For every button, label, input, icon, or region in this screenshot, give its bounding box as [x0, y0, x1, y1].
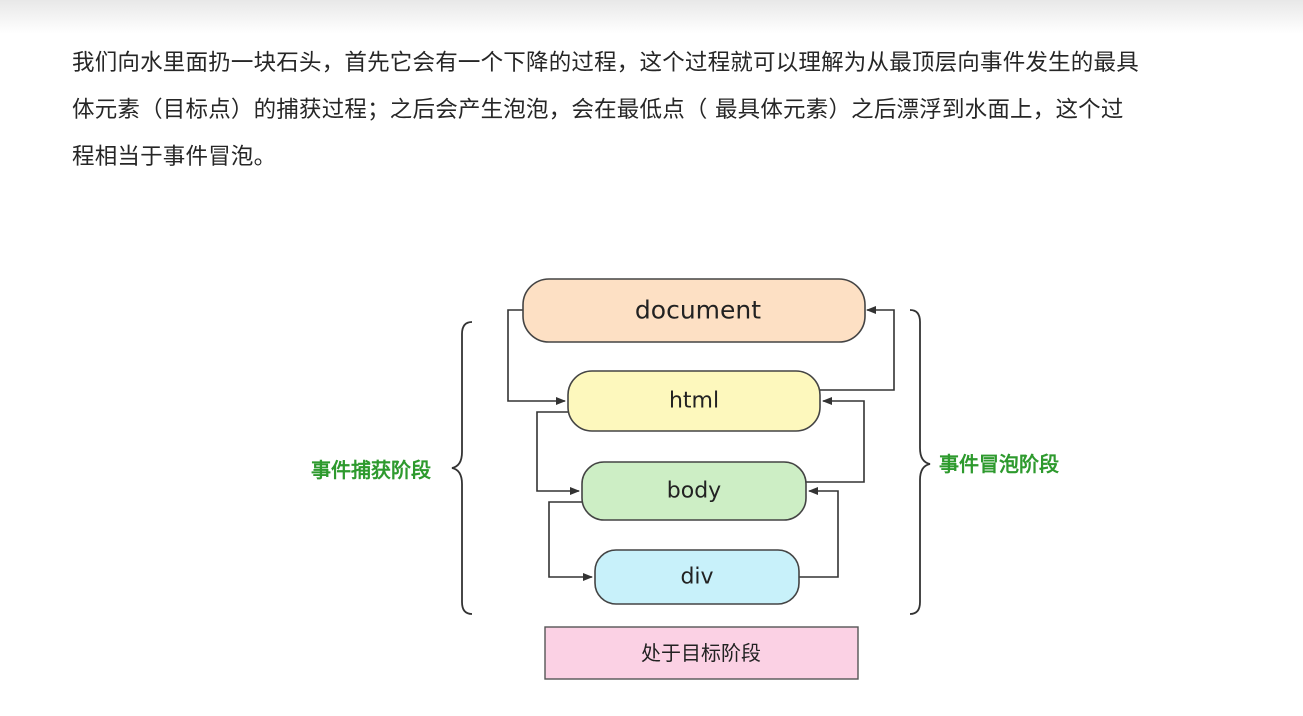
target-phase-box	[544, 626, 859, 680]
top-shade	[0, 0, 1303, 34]
html-node	[567, 370, 821, 432]
body-node	[581, 461, 807, 521]
paragraph-line-1: 我们向水里面扔一块石头，首先它会有一个下降的过程，这个过程就可以理解为从最顶层向…	[72, 50, 1139, 76]
capture-phase-brace	[451, 321, 473, 615]
bubble-arrow-html-to-document	[820, 306, 895, 391]
capture-phase-label: 事件捕获阶段	[311, 458, 431, 482]
document-node	[522, 278, 866, 343]
target-phase-label: 处于目标阶段	[641, 641, 761, 665]
bubble-phase-brace	[909, 309, 931, 615]
paragraph-line-3: 程相当于事件冒泡。	[72, 144, 277, 170]
document-node-label: document	[635, 296, 761, 325]
bubble-arrow-body-to-html	[806, 397, 865, 483]
capture-arrow-body-to-div	[548, 501, 593, 581]
bubble-phase-label: 事件冒泡阶段	[939, 452, 1059, 476]
div-node-label: div	[680, 565, 713, 590]
div-node	[594, 549, 800, 605]
capture-arrow-document-to-html	[507, 309, 566, 405]
capture-arrow-html-to-body	[536, 411, 580, 495]
html-node-label: html	[669, 389, 719, 414]
bubble-arrow-div-to-body	[799, 487, 839, 578]
article-paragraph: 我们向水里面扔一块石头，首先它会有一个下降的过程，这个过程就可以理解为从最顶层向…	[72, 40, 1252, 181]
body-node-label: body	[667, 479, 721, 504]
paragraph-line-2: 体元素（目标点）的捕获过程；之后会产生泡泡，会在最低点（ 最具体元素）之后漂浮到…	[72, 97, 1124, 123]
